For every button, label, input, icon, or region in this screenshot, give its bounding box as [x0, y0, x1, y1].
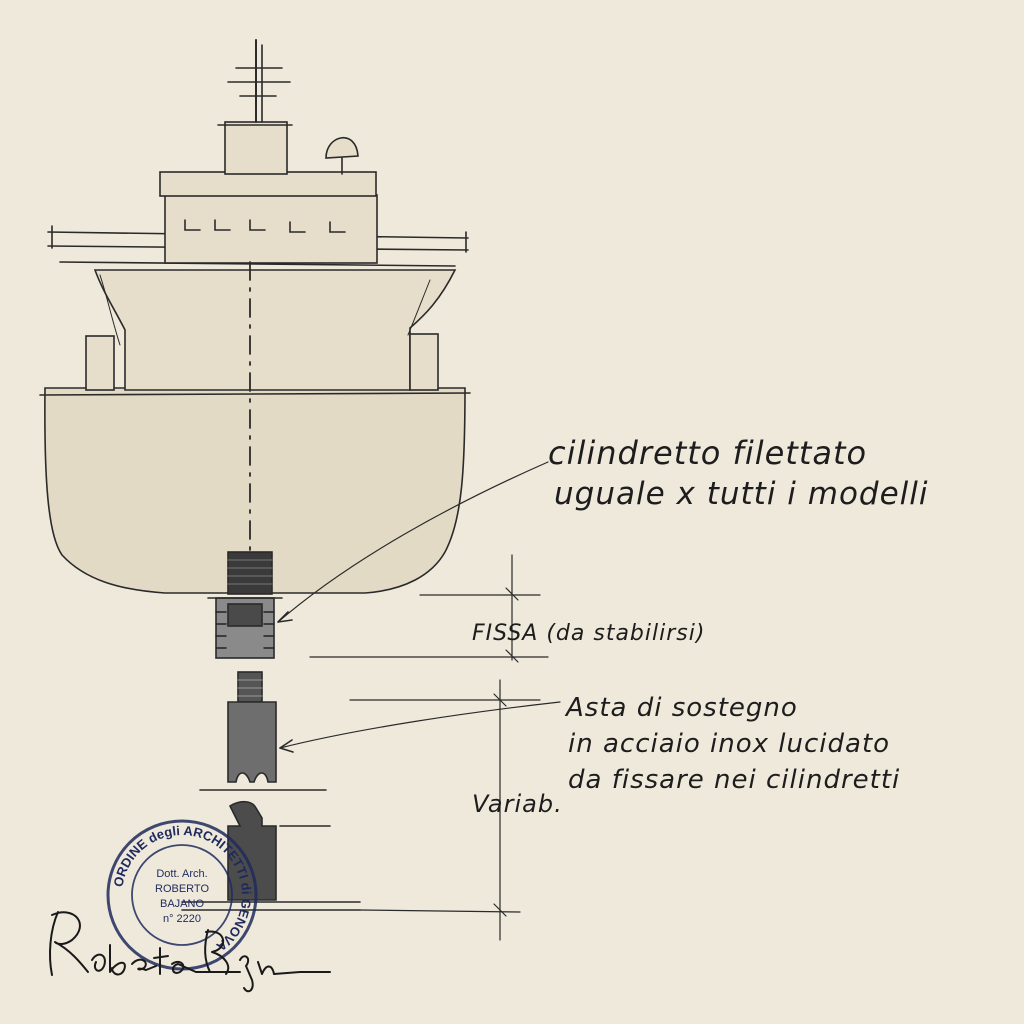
- label-threaded-cylinder-line1: cilindretto filettato: [548, 434, 867, 472]
- handwritten-signature: [49, 911, 331, 993]
- label-variable: Variab.: [472, 790, 563, 818]
- dimension-lines: [277, 461, 561, 941]
- stamp-line1: Dott. Arch.: [156, 868, 207, 880]
- label-rod-line1: Asta di sostegno: [564, 693, 798, 723]
- support-rod-lower: [227, 800, 277, 901]
- radar-dome: [325, 137, 359, 159]
- annotations: cilindretto filettato uguale x tutti i m…: [472, 434, 929, 818]
- ship-bridge: [164, 194, 378, 264]
- mount-assembly: [181, 551, 361, 911]
- leader-threaded: [277, 461, 549, 623]
- stamp-line2: ROBERTO: [155, 883, 209, 895]
- ship-front-view: [39, 39, 471, 594]
- leader-rod: [279, 701, 561, 749]
- threaded-insert: [227, 551, 273, 595]
- support-rod-upper: [227, 701, 277, 783]
- label-rod-line2: in acciaio inox lucidato: [568, 729, 890, 759]
- stamp-line4: n° 2220: [163, 913, 201, 925]
- label-rod-line3: da fissare nei cilindretti: [568, 765, 900, 795]
- label-threaded-cylinder-line2: uguale x tutti i modelli: [554, 476, 929, 512]
- ship-superstructure-lower: [93, 269, 457, 391]
- stamp-line3: BAJANO: [160, 898, 204, 910]
- label-fixed: FISSA (da stabilirsi): [472, 621, 705, 646]
